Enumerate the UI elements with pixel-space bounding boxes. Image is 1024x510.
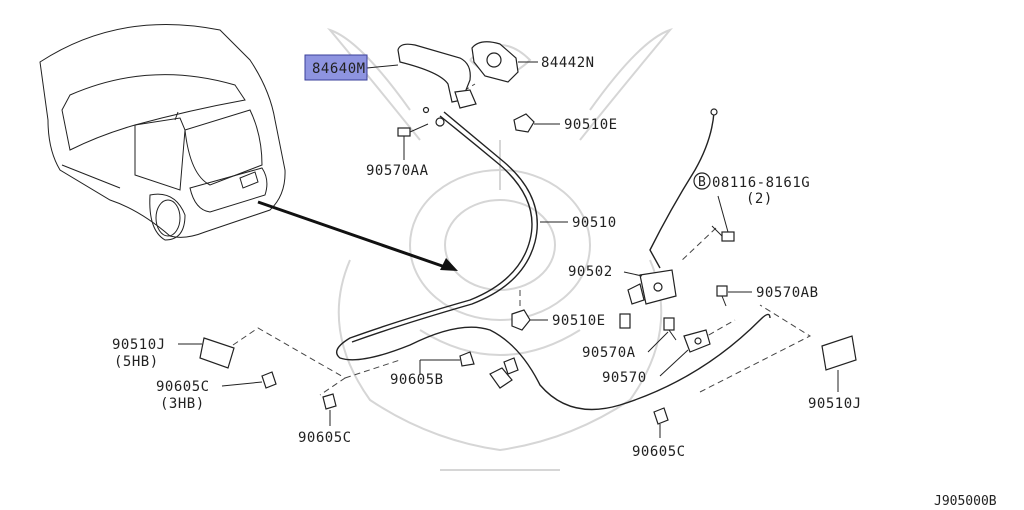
label-90570[interactable]: 90570 xyxy=(602,370,647,386)
label-90570aa[interactable]: 90570AA xyxy=(366,163,429,179)
label-90570ab[interactable]: 90570AB xyxy=(756,285,819,301)
part-90570aa-bolt[interactable] xyxy=(397,106,445,137)
label-84640m[interactable]: 84640M xyxy=(312,61,366,77)
label-90605c-bottom-left[interactable]: 90605C xyxy=(298,430,352,446)
label-90510j-left-note: (5HB) xyxy=(114,354,159,370)
part-90510e-clip-top[interactable] xyxy=(513,113,535,133)
label-leader-lines xyxy=(178,61,839,438)
label-90502[interactable]: 90502 xyxy=(568,264,613,280)
part-cable-end-fitting[interactable] xyxy=(489,357,519,389)
part-90570-striker[interactable] xyxy=(683,329,711,353)
part-90570a-bolt[interactable] xyxy=(663,317,677,341)
vehicle-illustration xyxy=(39,23,286,241)
watermark-logo xyxy=(326,27,674,471)
release-cable-90510 xyxy=(336,111,771,411)
bolt-marker-letter: B xyxy=(698,175,706,190)
label-90510j-left[interactable]: 90510J xyxy=(112,337,166,353)
label-90570a[interactable]: 90570A xyxy=(582,345,636,361)
label-84442n[interactable]: 84442N xyxy=(541,55,595,71)
diagram-id: J905000B xyxy=(934,494,997,509)
part-84640m-handle[interactable] xyxy=(397,43,477,109)
part-90510j-left-pad[interactable] xyxy=(199,337,235,369)
bolt-marker: B xyxy=(693,172,711,190)
part-90605c-bottom-right-clip[interactable] xyxy=(653,407,669,425)
dashed-leaders xyxy=(232,83,812,396)
label-90605b[interactable]: 90605B xyxy=(390,372,444,388)
part-90605c-left-clip[interactable] xyxy=(261,371,277,389)
label-90605c-left[interactable]: 90605C xyxy=(156,379,210,395)
part-90510j-right-pad[interactable] xyxy=(821,335,857,371)
label-90605c-left-note: (3HB) xyxy=(160,396,205,412)
pointer-arrow xyxy=(257,200,458,271)
label-90510[interactable]: 90510 xyxy=(572,215,617,231)
part-90510e-clip-mid[interactable] xyxy=(511,309,531,331)
label-90605c-bottom-right[interactable]: 90605C xyxy=(632,444,686,460)
part-90605b-clip[interactable] xyxy=(459,351,475,367)
label-90510e-mid[interactable]: 90510E xyxy=(552,313,606,329)
label-90510e-top[interactable]: 90510E xyxy=(564,117,618,133)
part-84442n-bezel[interactable] xyxy=(471,41,519,83)
lock-rod xyxy=(649,108,718,269)
part-90570ab-bolt[interactable] xyxy=(716,285,728,307)
label-08116-qty: (2) xyxy=(746,191,773,207)
part-90605c-bottom-left-clip[interactable] xyxy=(322,393,337,410)
label-90510j-right[interactable]: 90510J xyxy=(808,396,862,412)
part-90502-latch[interactable] xyxy=(619,269,677,329)
part-84640m-highlight xyxy=(304,54,368,81)
label-08116-8161g[interactable]: 08116-8161G xyxy=(712,175,810,191)
